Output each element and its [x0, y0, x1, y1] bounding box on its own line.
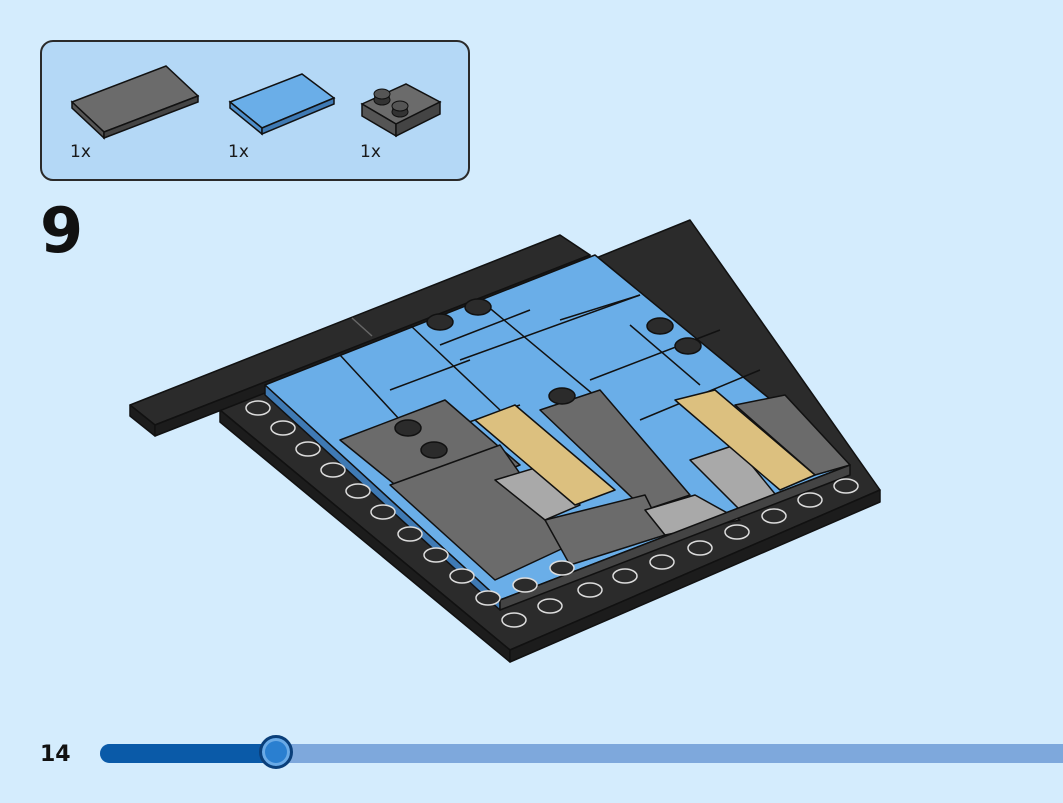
- part-dark-gray-tile: [70, 62, 202, 142]
- part-count-3: 1x: [360, 142, 381, 162]
- progress-fill: [100, 744, 277, 763]
- page-number: 14: [40, 742, 71, 767]
- progress-bar: [100, 735, 1063, 769]
- part-count-1: 1x: [70, 142, 91, 162]
- parts-list-box: 1x 1x 1x: [40, 40, 470, 181]
- progress-indicator: [259, 735, 294, 769]
- part-dark-gray-plate-studs: [360, 80, 444, 140]
- part-blue-tile: [228, 72, 338, 142]
- step-number: 9: [40, 194, 84, 267]
- part-count-2: 1x: [228, 142, 249, 162]
